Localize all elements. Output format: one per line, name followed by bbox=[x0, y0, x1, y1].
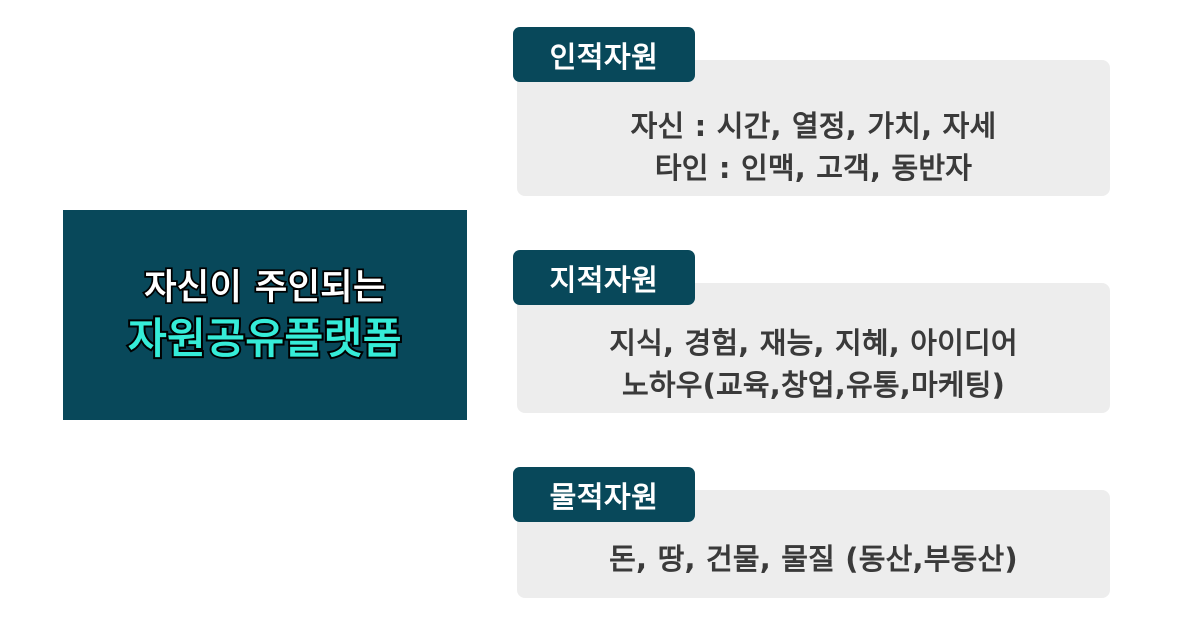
hero-title-line-2: 자원공유플랫폼 bbox=[126, 312, 403, 365]
section-line: 돈, 땅, 건물, 물질 (동산,부동산) bbox=[609, 541, 1018, 576]
section-line: 지식, 경험, 재능, 지혜, 아이디어 bbox=[609, 325, 1018, 360]
section-lines-intellectual: 지식, 경험, 재능, 지혜, 아이디어 노하우(교육,창업,유통,마케팅) bbox=[609, 322, 1018, 406]
section-body-human: 자신 : 시간, 열정, 가치, 자세 타인 : 인맥, 고객, 동반자 bbox=[517, 60, 1110, 196]
hero-title-line-1: 자신이 주인되는 bbox=[142, 266, 387, 309]
section-line: 노하우(교육,창업,유통,마케팅) bbox=[621, 368, 1006, 402]
section-lines-physical: 돈, 땅, 건물, 물질 (동산,부동산) bbox=[609, 538, 1018, 580]
hero-panel: 자신이 주인되는 자원공유플랫폼 bbox=[63, 210, 467, 420]
section-tag-human: 인적자원 bbox=[513, 27, 695, 82]
section-line: 자신 : 시간, 열정, 가치, 자세 bbox=[630, 108, 997, 143]
section-line: 타인 : 인맥, 고객, 동반자 bbox=[654, 151, 973, 185]
section-body-intellectual: 지식, 경험, 재능, 지혜, 아이디어 노하우(교육,창업,유통,마케팅) bbox=[517, 283, 1110, 413]
section-tag-intellectual: 지적자원 bbox=[513, 250, 695, 305]
section-lines-human: 자신 : 시간, 열정, 가치, 자세 타인 : 인맥, 고객, 동반자 bbox=[631, 105, 997, 189]
section-tag-physical: 물적자원 bbox=[513, 467, 695, 522]
